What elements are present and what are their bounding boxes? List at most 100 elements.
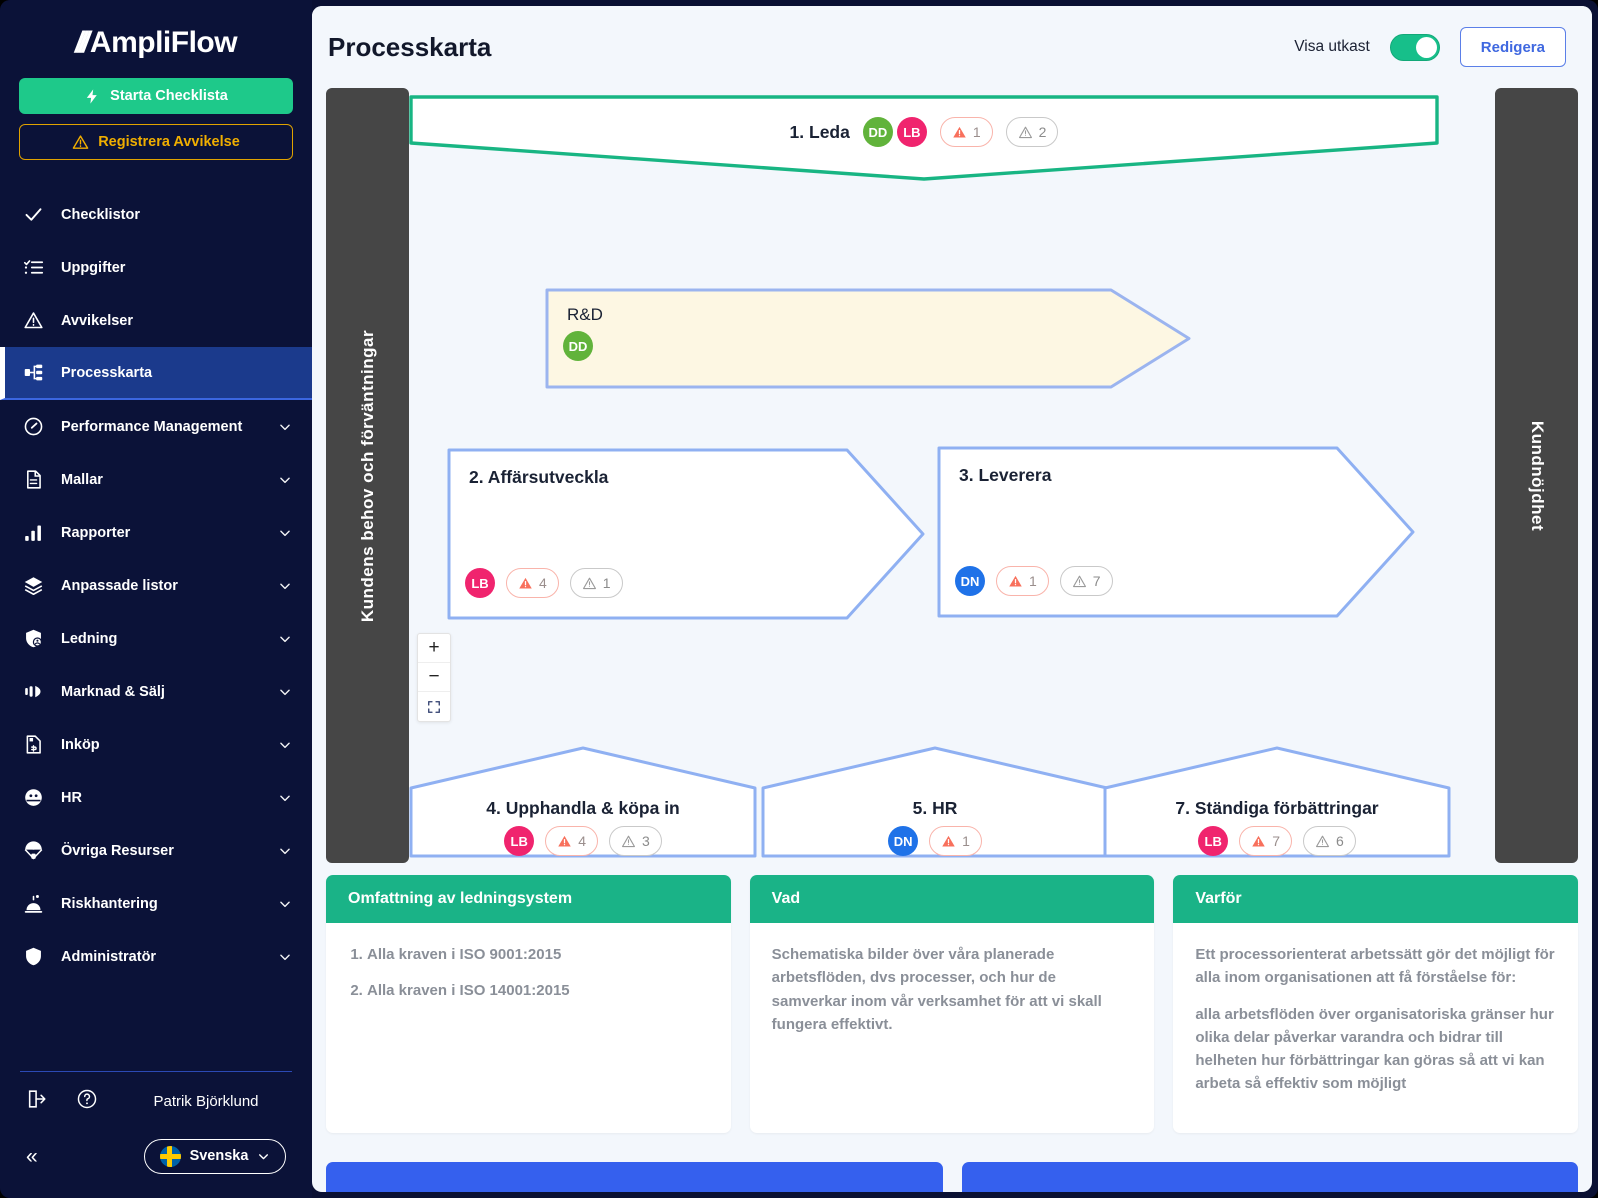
card-title: Varför bbox=[1173, 875, 1579, 923]
avatar[interactable]: LB bbox=[1198, 826, 1229, 856]
avatar[interactable]: DN bbox=[888, 826, 919, 856]
help-circle-icon[interactable] bbox=[76, 1088, 98, 1115]
edit-button[interactable]: Redigera bbox=[1459, 27, 1566, 67]
sidebar-item-ovriga-resurser[interactable]: Övriga Resurser bbox=[0, 824, 312, 877]
sidebar-item-avvikelser[interactable]: Avvikelser bbox=[0, 294, 312, 347]
process-map-canvas[interactable]: + − 1. Leda DD LB bbox=[409, 88, 1495, 863]
process-shape-leda[interactable]: 1. Leda DD LB 1 2 bbox=[409, 95, 1439, 181]
sidebar-item-label: Avvikelser bbox=[61, 312, 134, 329]
logo-slashes-icon: /// bbox=[74, 26, 90, 59]
sidebar-item-ledning[interactable]: Ledning bbox=[0, 612, 312, 665]
chevron-down-icon[interactable] bbox=[278, 473, 292, 487]
chevron-down-icon[interactable] bbox=[278, 632, 292, 646]
chevron-down-icon[interactable] bbox=[278, 420, 292, 434]
process-shape-leverera[interactable]: 3. Leverera DN 1 7 bbox=[937, 446, 1415, 618]
language-selector[interactable]: Svenska bbox=[144, 1138, 286, 1174]
warning-outline-icon bbox=[1072, 575, 1086, 587]
arrow-shape bbox=[937, 446, 1415, 618]
risk-chip[interactable]: 3 bbox=[609, 826, 662, 856]
process-shape-standiga-forbattringar[interactable]: 7. Ständiga förbättringar LB 7 6 bbox=[1103, 746, 1451, 858]
avatar[interactable]: LB bbox=[896, 117, 927, 147]
show-draft-label: Visa utkast bbox=[1294, 38, 1370, 55]
process-shape-hr[interactable]: 5. HR DN 1 bbox=[761, 746, 1109, 858]
avatar[interactable]: DD bbox=[862, 117, 893, 147]
partial-card[interactable] bbox=[961, 1162, 1578, 1192]
deviation-chip[interactable]: 7 bbox=[1239, 826, 1292, 856]
process-shape-rnd[interactable]: R&D DD bbox=[545, 288, 1191, 389]
zoom-in-button[interactable]: + bbox=[418, 634, 450, 663]
chevron-down-icon[interactable] bbox=[278, 738, 292, 752]
process-shape-affarsutveckla[interactable]: 2. Affärsutveckla LB 4 1 bbox=[447, 448, 925, 620]
list-item: Alla kraven i ISO 9001:2015 bbox=[367, 943, 709, 966]
sidebar-item-performance-management[interactable]: Performance Management bbox=[0, 400, 312, 453]
sidebar-item-inkop[interactable]: Inköp bbox=[0, 718, 312, 771]
risk-chip[interactable]: 1 bbox=[569, 568, 623, 598]
show-draft-toggle[interactable] bbox=[1389, 33, 1440, 61]
sidebar-item-marknad-salj[interactable]: Marknad & Sälj bbox=[0, 665, 312, 718]
warning-outline-icon bbox=[1018, 126, 1032, 138]
avatar[interactable]: LB bbox=[465, 568, 495, 598]
divider bbox=[20, 1071, 292, 1072]
risk-chip[interactable]: 6 bbox=[1303, 826, 1356, 856]
deviation-chip[interactable]: 1 bbox=[939, 117, 993, 147]
chevron-down-icon[interactable] bbox=[278, 526, 292, 540]
partial-card[interactable] bbox=[326, 1162, 943, 1192]
sidebar-item-hr[interactable]: HR bbox=[0, 771, 312, 824]
sidebar-item-processkarta[interactable]: Processkarta bbox=[0, 347, 312, 400]
card-paragraph: Schematiska bilder över våra planerade a… bbox=[771, 946, 1102, 1033]
sidebar-item-riskhantering[interactable]: Riskhantering bbox=[0, 877, 312, 930]
deviation-chip[interactable]: 1 bbox=[929, 826, 982, 856]
deviation-chip[interactable]: 4 bbox=[545, 826, 598, 856]
warning-outline-icon bbox=[622, 835, 635, 847]
sidebar-item-anpassade-listor[interactable]: Anpassade listor bbox=[0, 559, 312, 612]
avatar[interactable]: LB bbox=[504, 826, 535, 856]
brand-logo[interactable]: ///AmpliFlow bbox=[0, 0, 312, 78]
register-deviation-button[interactable]: Registrera Avvikelse bbox=[19, 124, 293, 160]
invoice-icon bbox=[22, 734, 44, 756]
register-deviation-label: Registrera Avvikelse bbox=[98, 134, 240, 150]
gauge-icon bbox=[22, 416, 44, 438]
process-icon bbox=[22, 362, 44, 384]
fullscreen-icon[interactable] bbox=[418, 692, 450, 721]
right-rail-customer-satisfaction: Kundnöjdhet bbox=[1495, 88, 1578, 863]
zoom-controls: + − bbox=[417, 633, 451, 722]
main-content: Processkarta Visa utkast Redigera Kunden… bbox=[312, 6, 1592, 1192]
people-icon bbox=[22, 787, 44, 809]
risk-chip[interactable]: 7 bbox=[1059, 566, 1113, 596]
deviation-chip[interactable]: 4 bbox=[506, 568, 559, 598]
start-checklist-button[interactable]: Starta Checklista bbox=[19, 78, 293, 114]
chevron-down-icon[interactable] bbox=[278, 579, 292, 593]
logout-icon[interactable] bbox=[26, 1088, 48, 1115]
page-header: Processkarta Visa utkast Redigera bbox=[312, 6, 1592, 88]
chip-count: 3 bbox=[642, 833, 650, 849]
start-checklist-label: Starta Checklista bbox=[110, 88, 228, 104]
shape-title: 7. Ständiga förbättringar bbox=[1175, 798, 1379, 818]
sidebar-item-administrator[interactable]: Administratör bbox=[0, 930, 312, 983]
chevron-down-icon[interactable] bbox=[278, 844, 292, 858]
avatar[interactable]: DN bbox=[955, 566, 985, 596]
sidebar-item-checklistor[interactable]: Checklistor bbox=[0, 188, 312, 241]
swedish-flag-icon bbox=[159, 1145, 181, 1167]
alarm-icon bbox=[22, 893, 44, 915]
zoom-out-button[interactable]: − bbox=[418, 663, 450, 692]
chevron-down-icon[interactable] bbox=[278, 791, 292, 805]
chevrons-left-icon[interactable]: « bbox=[26, 1144, 38, 1168]
document-icon bbox=[22, 469, 44, 491]
sidebar-item-mallar[interactable]: Mallar bbox=[0, 453, 312, 506]
chevron-down-icon[interactable] bbox=[278, 950, 292, 964]
shape-title: 5. HR bbox=[912, 798, 958, 818]
process-shape-upphandla[interactable]: 4. Upphandla & köpa in LB 4 3 bbox=[409, 746, 757, 858]
avatar[interactable]: DD bbox=[563, 331, 593, 361]
sidebar-item-label: Riskhantering bbox=[61, 895, 158, 912]
sidebar-item-label: Övriga Resurser bbox=[61, 842, 174, 859]
info-cards-row: Omfattning av ledningsystem Alla kraven … bbox=[312, 863, 1592, 1150]
warning-filled-icon bbox=[953, 126, 966, 137]
chevron-down-icon[interactable] bbox=[278, 685, 292, 699]
sidebar-item-uppgifter[interactable]: Uppgifter bbox=[0, 241, 312, 294]
risk-chip[interactable]: 2 bbox=[1005, 117, 1059, 147]
sidebar-item-rapporter[interactable]: Rapporter bbox=[0, 506, 312, 559]
info-card-why: Varför Ett processorienterat arbetssätt … bbox=[1173, 875, 1579, 1133]
chevron-down-icon[interactable] bbox=[278, 897, 292, 911]
deviation-chip[interactable]: 1 bbox=[996, 566, 1049, 596]
